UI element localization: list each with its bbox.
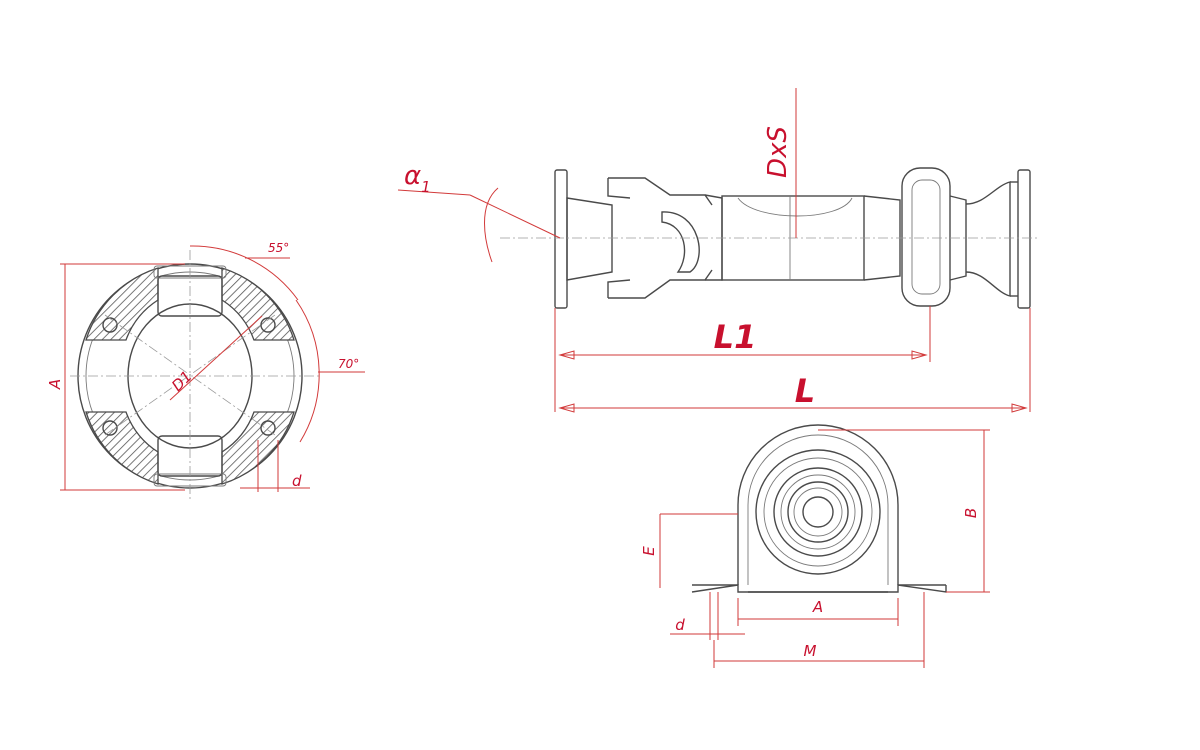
center-bearing (901, 167, 951, 307)
bolt-hole (260, 420, 276, 436)
bearing-ring (755, 449, 881, 575)
label-d-left: d (292, 472, 302, 490)
flange-dimensions (60, 245, 365, 492)
bearing-dimensions (659, 429, 990, 668)
label-angle-70: 70° (338, 357, 359, 371)
bearing-bracket (737, 424, 899, 585)
bolt-hole (260, 317, 276, 333)
shaft-side-view (500, 167, 1040, 309)
label-a-bottom: A (812, 598, 823, 616)
flange-end-view (70, 250, 320, 500)
bolt-hole (102, 317, 118, 333)
label-a-left: A (46, 379, 64, 390)
right-flange (1017, 169, 1031, 309)
label-alpha: α1 (404, 161, 431, 196)
base-plate (691, 584, 947, 593)
label-d1: D1 (168, 367, 196, 395)
bearing-bore (802, 496, 834, 528)
label-e: E (640, 546, 658, 556)
label-m: M (804, 642, 817, 660)
label-d-bottom: d (675, 616, 685, 634)
left-flange (554, 169, 568, 309)
bolt-hole (102, 420, 118, 436)
label-l: L (795, 372, 815, 410)
bearing-support-view (691, 424, 947, 593)
label-b: B (962, 508, 980, 518)
label-l1: L1 (714, 318, 757, 356)
label-angle-55: 55° (268, 241, 289, 255)
shaft-dimensions (397, 88, 1031, 413)
label-dxs: DxS (763, 126, 793, 178)
